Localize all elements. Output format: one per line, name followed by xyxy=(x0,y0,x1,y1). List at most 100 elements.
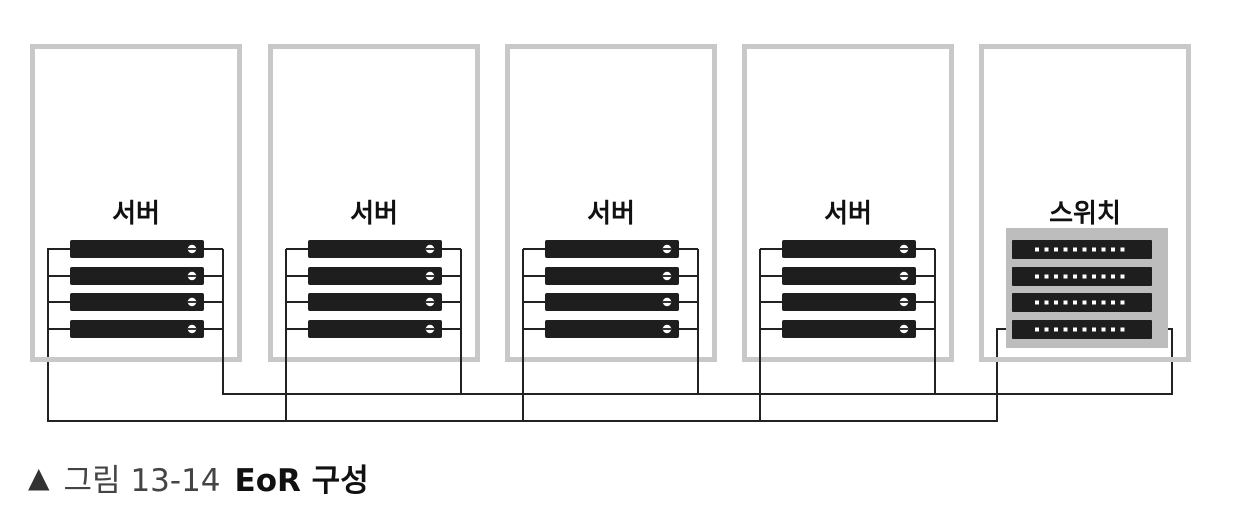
server-body xyxy=(545,240,679,258)
switch-body xyxy=(1012,293,1152,312)
switch-body xyxy=(1012,240,1152,259)
server-unit xyxy=(782,240,916,258)
port-led-icon xyxy=(1063,300,1068,305)
port-led-icon xyxy=(1035,327,1039,332)
rack-4: 서버 xyxy=(742,44,954,421)
power-button-slot xyxy=(663,248,671,250)
server-unit xyxy=(545,293,679,311)
rack-label: 스위치 xyxy=(1049,199,1121,229)
right-cable-bundle xyxy=(204,248,224,394)
port-led-icon xyxy=(1063,247,1068,252)
left-cable-bundle xyxy=(759,248,782,421)
port-led-icon xyxy=(1054,274,1058,279)
server-unit xyxy=(70,293,204,311)
server-unit xyxy=(70,267,204,285)
port-led-icon xyxy=(1111,274,1115,279)
power-button-slot xyxy=(900,248,908,250)
port-led-icon xyxy=(1082,247,1087,252)
right-cable-bundle xyxy=(679,248,699,394)
port-led-icon xyxy=(1111,247,1115,252)
rack-frame xyxy=(742,44,954,362)
server-body xyxy=(782,240,916,258)
port-led-icon xyxy=(1101,327,1106,332)
port-led-icon xyxy=(1082,274,1087,279)
server-unit xyxy=(545,240,679,258)
server-unit xyxy=(308,320,442,338)
port-led-icon xyxy=(1054,327,1058,332)
server-body xyxy=(782,293,916,311)
rack-5: 스위치 xyxy=(979,44,1191,362)
port-led-icon xyxy=(1101,300,1106,305)
port-led-icon xyxy=(1073,247,1077,252)
switch-unit xyxy=(1012,240,1152,259)
figure-caption: ▲ 그림 13-14 EoR 구성 xyxy=(28,452,369,502)
port-led-icon xyxy=(1073,274,1077,279)
left-cable-bundle xyxy=(47,248,70,330)
power-button-slot xyxy=(188,328,196,330)
port-led-icon xyxy=(1101,247,1106,252)
rack-frame xyxy=(505,44,717,362)
rack-label: 서버 xyxy=(824,199,872,229)
server-body xyxy=(70,320,204,338)
rack-label: 서버 xyxy=(350,199,398,229)
power-button-slot xyxy=(188,301,196,303)
port-led-icon xyxy=(1044,327,1049,332)
switch-body xyxy=(1012,320,1152,339)
figure-number: 그림 13-14 xyxy=(63,462,221,499)
server-unit xyxy=(782,320,916,338)
left-cable-bundle xyxy=(522,248,545,421)
server-body xyxy=(308,240,442,258)
power-button-slot xyxy=(188,275,196,277)
power-button-slot xyxy=(426,301,434,303)
server-body xyxy=(70,240,204,258)
server-body xyxy=(308,320,442,338)
right-cable-bundle xyxy=(916,248,936,394)
port-led-icon xyxy=(1082,327,1087,332)
port-led-icon xyxy=(1035,300,1039,305)
rack-1: 서버 xyxy=(30,44,242,394)
server-unit xyxy=(545,267,679,285)
port-led-icon xyxy=(1092,247,1096,252)
power-button-slot xyxy=(900,301,908,303)
power-button-slot xyxy=(900,328,908,330)
port-led-icon xyxy=(1120,300,1125,305)
server-unit xyxy=(70,240,204,258)
power-button-slot xyxy=(426,248,434,250)
port-led-icon xyxy=(1111,327,1115,332)
server-body xyxy=(545,267,679,285)
server-body xyxy=(782,267,916,285)
server-body xyxy=(70,293,204,311)
port-led-icon xyxy=(1044,247,1049,252)
port-led-icon xyxy=(1054,247,1058,252)
rack-frame xyxy=(979,44,1191,362)
port-led-icon xyxy=(1035,247,1039,252)
power-button-slot xyxy=(663,301,671,303)
triangle-marker-icon: ▲ xyxy=(28,460,50,494)
server-unit xyxy=(782,267,916,285)
server-unit xyxy=(308,240,442,258)
server-unit xyxy=(308,267,442,285)
port-led-icon xyxy=(1111,300,1115,305)
rack-frame xyxy=(268,44,480,362)
port-led-icon xyxy=(1035,274,1039,279)
power-button-slot xyxy=(426,328,434,330)
port-led-icon xyxy=(1092,327,1096,332)
port-led-icon xyxy=(1073,327,1077,332)
port-led-icon xyxy=(1092,300,1096,305)
port-led-icon xyxy=(1120,274,1125,279)
server-unit xyxy=(70,320,204,338)
power-button-slot xyxy=(426,275,434,277)
power-button-slot xyxy=(663,328,671,330)
power-button-slot xyxy=(900,275,908,277)
rack-frame xyxy=(30,44,242,362)
switch-unit xyxy=(1012,320,1152,339)
server-unit xyxy=(545,320,679,338)
switch-body xyxy=(1012,267,1152,286)
right-cable-bundle xyxy=(442,248,462,394)
switch-unit xyxy=(1012,293,1152,312)
power-button-slot xyxy=(188,248,196,250)
port-led-icon xyxy=(1082,300,1087,305)
port-led-icon xyxy=(1073,300,1077,305)
server-body xyxy=(308,293,442,311)
